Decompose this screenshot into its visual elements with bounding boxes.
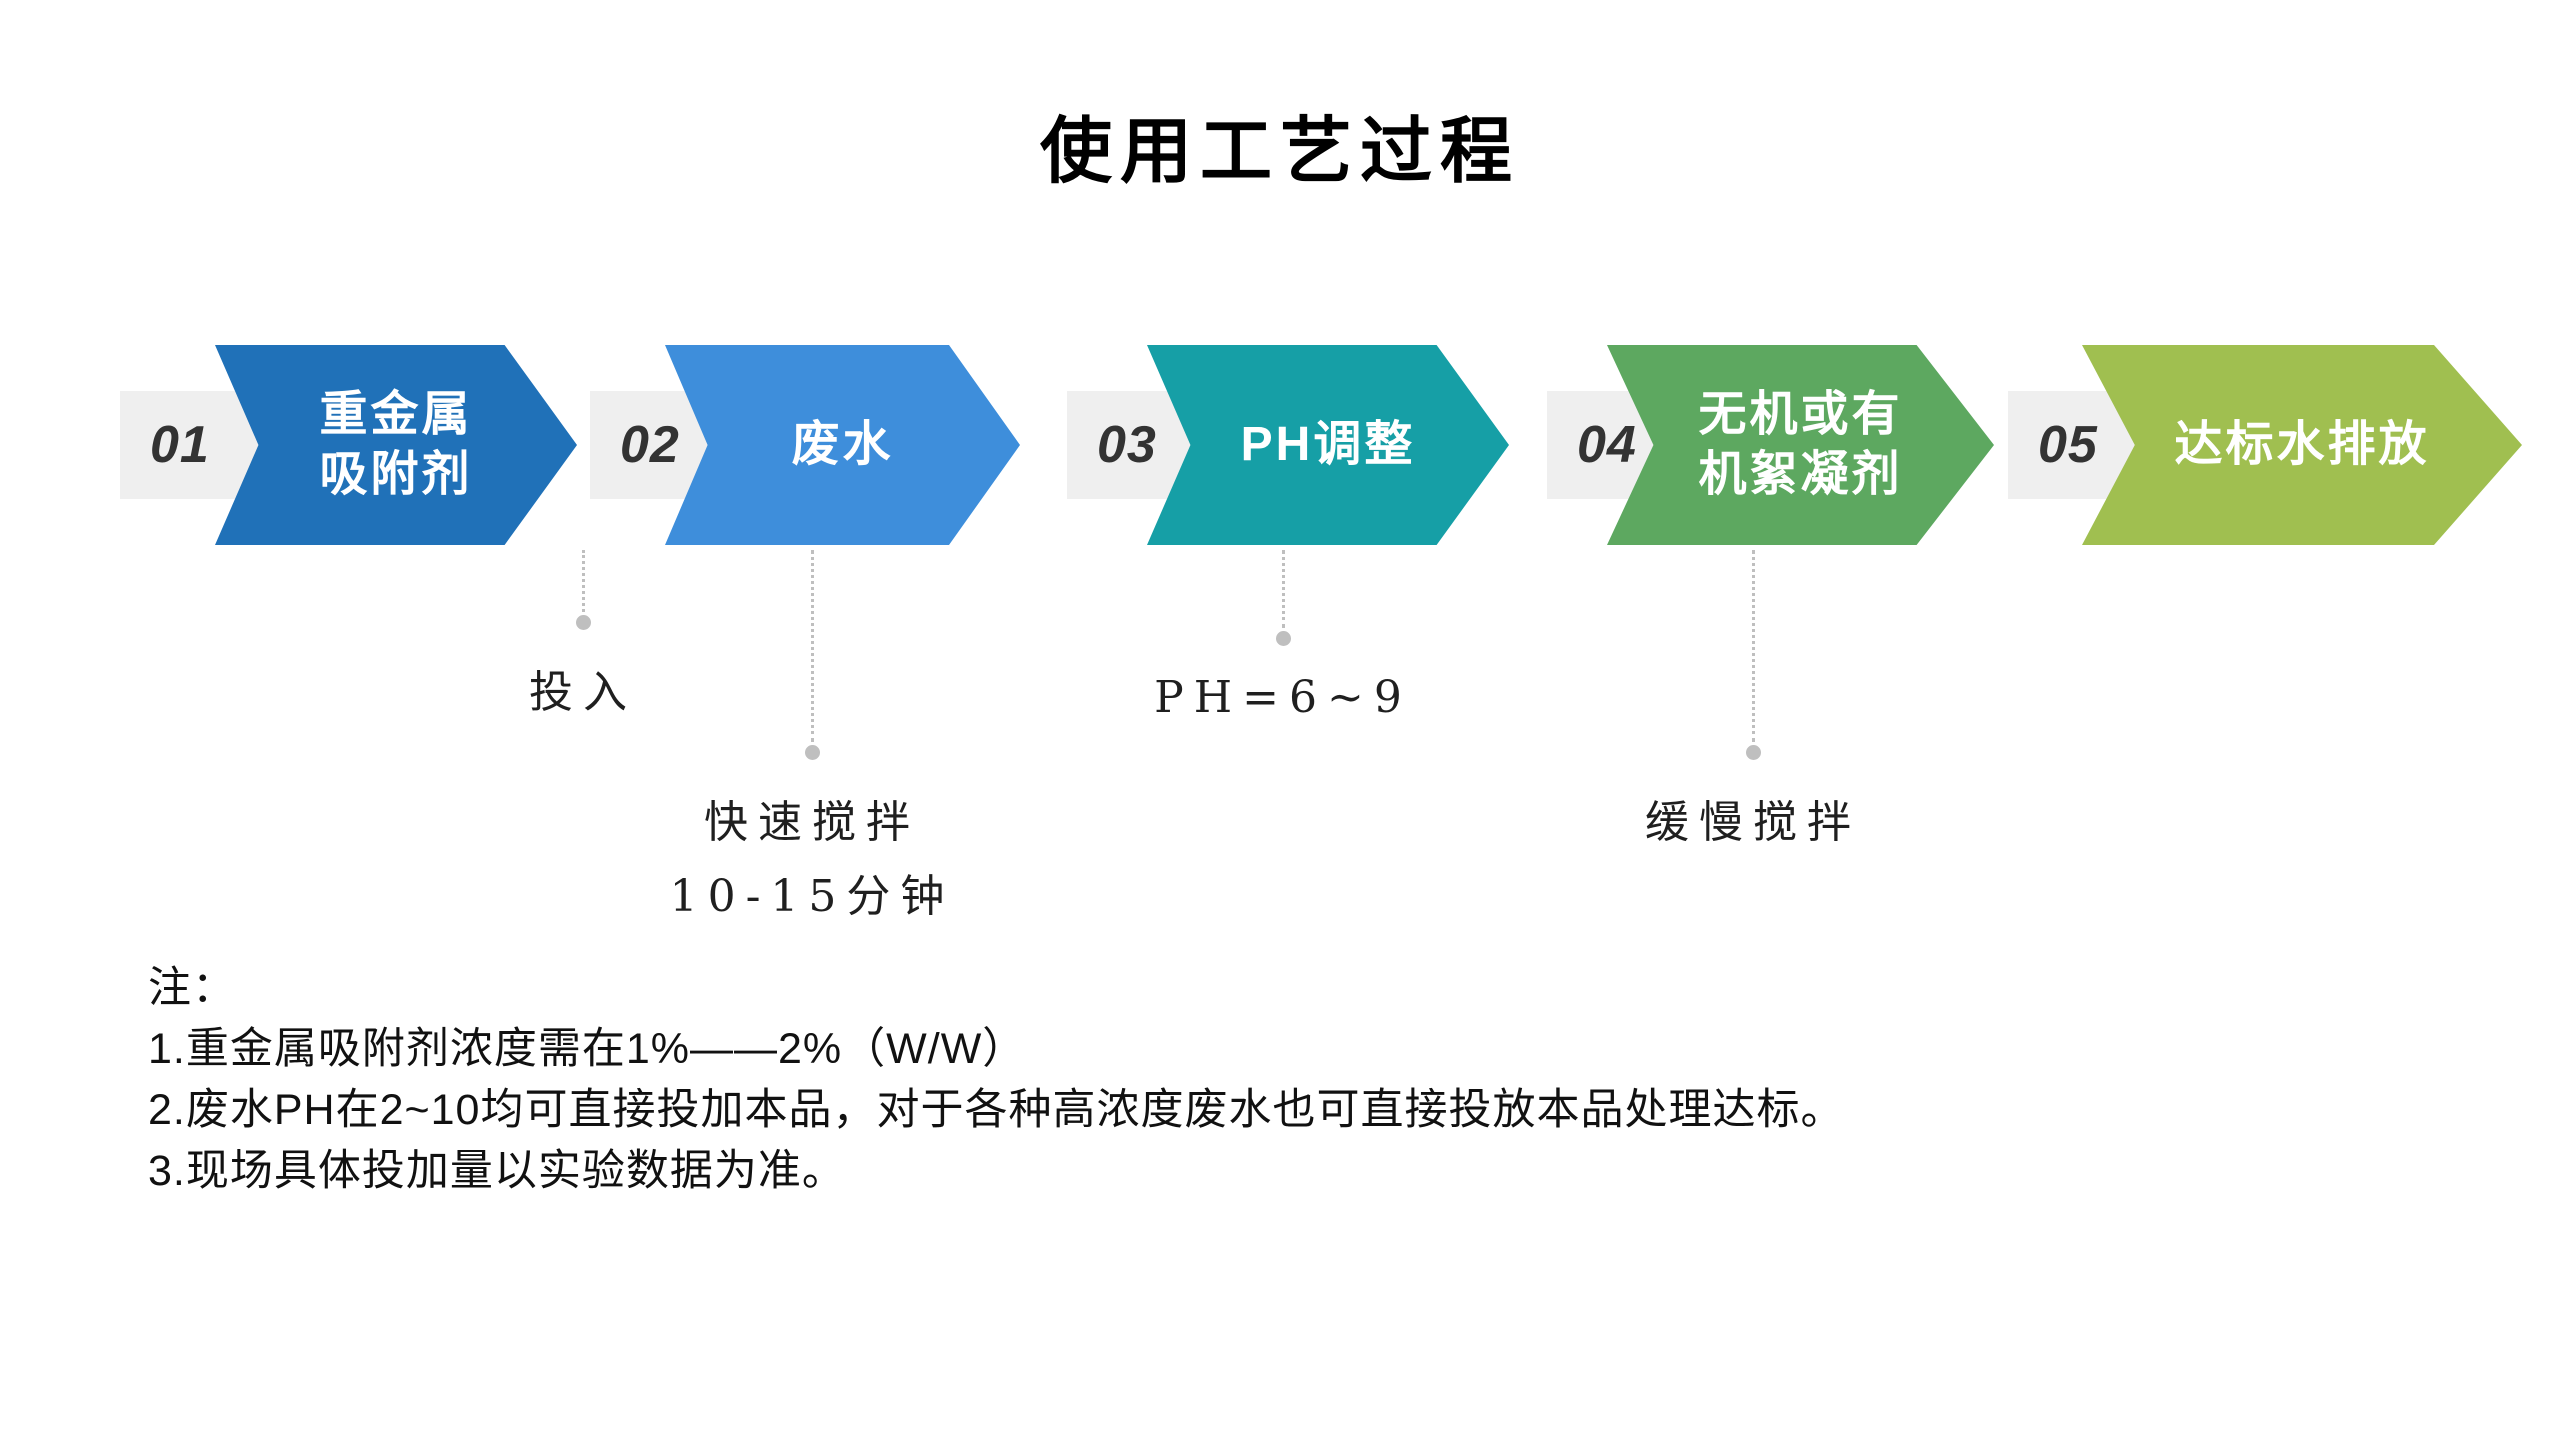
note-item: 2.废水PH在2~10均可直接投加本品，对于各种高浓度废水也可直接投放本品处理达… — [148, 1086, 1845, 1135]
annotation-label: PH=6~9 — [1154, 672, 1412, 723]
step-number: 02 — [620, 416, 680, 474]
notes-heading: 注： — [148, 964, 236, 1012]
notes-block: 注： 1.重金属吸附剂浓度需在1%——2%（W/W） 2.废水PH在2~10均可… — [148, 958, 1844, 1202]
annotation-step3: PH=6~9 — [1023, 550, 1543, 723]
step-number: 03 — [1097, 416, 1157, 474]
step-label: 废水 — [791, 418, 894, 471]
step-arrow: 重金属吸附剂 — [215, 345, 577, 545]
step-number: 04 — [1577, 416, 1637, 474]
connector-dot — [575, 615, 591, 630]
page-title: 使用工艺过程 — [1039, 108, 1520, 193]
step-arrow: 达标水排放 — [2082, 345, 2522, 545]
connector-line — [1281, 550, 1285, 628]
connector-dot — [804, 745, 820, 760]
step-label: 无机或有机絮凝剂 — [1698, 388, 1903, 501]
connector-dot — [1275, 631, 1291, 646]
step-number: 05 — [2038, 416, 2098, 474]
annotation-step4: 缓慢搅拌 — [1493, 550, 2013, 850]
note-item: 1.重金属吸附剂浓度需在1%——2%（W/W） — [148, 1025, 1027, 1074]
step-label: 达标水排放 — [2174, 418, 2430, 471]
step-label: 重金属吸附剂 — [319, 388, 473, 501]
step-label: PH调整 — [1240, 418, 1416, 471]
annotation-sublabel: 10-15分钟 — [669, 871, 955, 922]
annotation-step2: 快速搅拌 10-15分钟 — [552, 550, 1072, 924]
step-number: 01 — [150, 416, 210, 474]
annotation-label: 缓慢搅拌 — [1645, 797, 1861, 848]
step-arrow: 无机或有机絮凝剂 — [1607, 345, 1994, 545]
connector-line — [1751, 550, 1755, 742]
annotation-label: 投入 — [529, 667, 637, 718]
connector-line — [810, 550, 814, 742]
connector-dot — [1745, 745, 1761, 760]
annotation-step1: 投入 — [323, 550, 843, 720]
step-arrow: 废水 — [665, 345, 1020, 545]
annotation-label: 快速搅拌 — [704, 797, 920, 848]
connector-line — [581, 550, 585, 612]
note-item: 3.现场具体投加量以实验数据为准。 — [148, 1147, 846, 1196]
step-arrow: PH调整 — [1147, 345, 1509, 545]
